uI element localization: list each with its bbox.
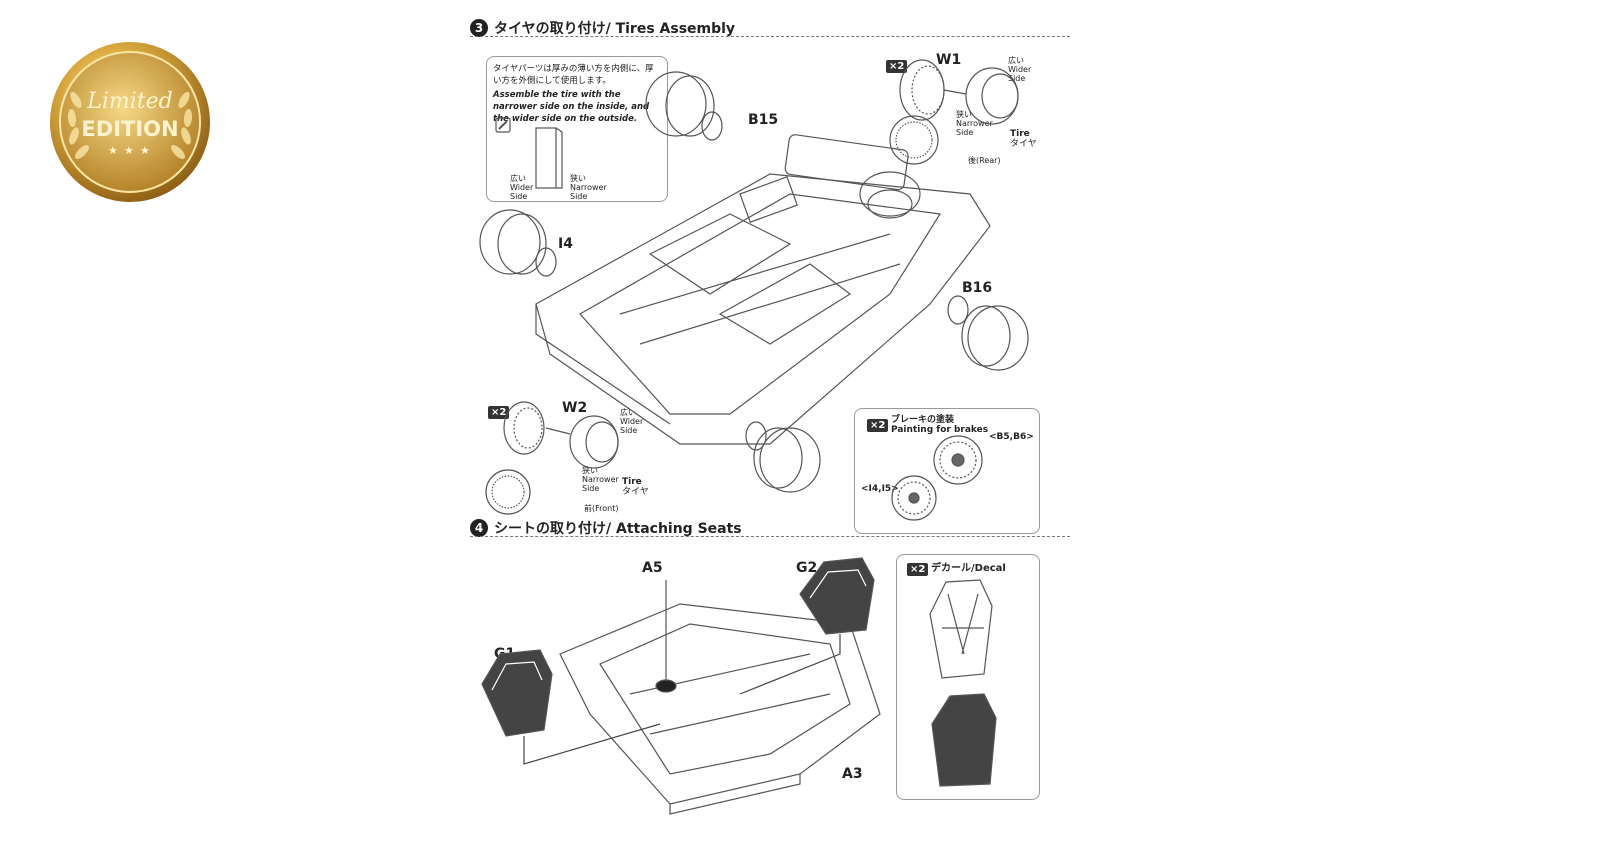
step4-title: シートの取り付け/ Attaching Seats bbox=[494, 521, 742, 537]
brakes-painting-panel: ×2 ブレーキの塗装 Painting for brakes <B5,B6> <… bbox=[854, 408, 1040, 534]
svg-text:★: ★ bbox=[140, 144, 150, 157]
note-wider-label: 広い Wider Side bbox=[510, 174, 534, 201]
floor-pan-drawing bbox=[559, 603, 881, 815]
part-b16: B16 bbox=[962, 280, 993, 296]
assembly-line-art bbox=[479, 59, 1029, 815]
decal-seat-harness-icon bbox=[929, 579, 993, 679]
tire-rear-right-icon bbox=[947, 295, 1029, 371]
star-icon: ★ ★ ★ bbox=[108, 144, 150, 157]
note-narrower-label: 狭い Narrower Side bbox=[570, 174, 607, 201]
part-b15: B15 bbox=[748, 112, 779, 128]
rear-label: 後(Rear) bbox=[968, 156, 1001, 165]
instruction-sheet: 3 タイヤの取り付け/ Tires Assembly タイヤパーツは厚みの薄い方… bbox=[470, 14, 1070, 844]
w1-tire-en: Tire bbox=[1010, 129, 1030, 139]
note-japanese: タイヤパーツは厚みの薄い方を内側に、厚い方を外側にして使用します。 bbox=[493, 64, 654, 86]
w2-wider-side: 広い Wider Side bbox=[620, 408, 644, 435]
part-w1: W1 bbox=[936, 52, 962, 68]
part-w2: W2 bbox=[562, 400, 588, 416]
w2-narrower-side: 狭い Narrower Side bbox=[582, 466, 619, 493]
w1-narrower-side: 狭い Narrower Side bbox=[956, 110, 993, 137]
tire-front-right-icon bbox=[745, 421, 821, 493]
brakes-title-en: Painting for brakes bbox=[891, 425, 989, 435]
brake-disc-icon bbox=[891, 435, 983, 521]
step3-divider bbox=[470, 36, 1070, 37]
step4-header: 4 シートの取り付け/ Attaching Seats bbox=[470, 518, 742, 538]
step3-number: 3 bbox=[470, 19, 488, 37]
step4-number: 4 bbox=[470, 519, 488, 537]
w1-tire-jp: タイヤ bbox=[1010, 139, 1037, 149]
tire-front-left-icon bbox=[479, 209, 557, 277]
part-a3: A3 bbox=[842, 766, 863, 782]
tire-section-icon bbox=[535, 127, 557, 189]
step3-header: 3 タイヤの取り付け/ Tires Assembly bbox=[470, 18, 735, 38]
part-a5: A5 bbox=[642, 560, 663, 576]
w2-tire-en: Tire bbox=[622, 477, 642, 487]
tire-orientation-note: タイヤパーツは厚みの薄い方を内側に、厚い方を外側にして使用します。 Assemb… bbox=[486, 56, 668, 202]
laurel-icon bbox=[67, 91, 193, 159]
limited-edition-seal: Limited EDITION ★ ★ ★ bbox=[50, 42, 210, 202]
decal-title: デカール/Decal bbox=[931, 563, 1006, 574]
brakes-label-i4-i5: <I4,I5> bbox=[861, 484, 899, 494]
decal-quantity: ×2 bbox=[907, 563, 929, 576]
step3-title: タイヤの取り付け/ Tires Assembly bbox=[494, 21, 736, 37]
w2-quantity: ×2 bbox=[488, 406, 510, 419]
svg-text:★: ★ bbox=[124, 144, 134, 157]
part-i4: I4 bbox=[558, 236, 573, 252]
chassis-drawing bbox=[535, 134, 991, 445]
part-g2: G2 bbox=[796, 560, 818, 576]
badge-line1: Limited bbox=[86, 89, 173, 114]
brakes-label-b5-b6: <B5,B6> bbox=[989, 432, 1034, 442]
w1-wheel-icon bbox=[889, 59, 1019, 165]
badge-line2: EDITION bbox=[81, 117, 178, 141]
step4-divider bbox=[470, 536, 1070, 537]
paint-brush-icon bbox=[495, 117, 511, 133]
note-english: Assemble the tire with the narrower side… bbox=[493, 90, 650, 124]
brakes-quantity: ×2 bbox=[867, 419, 889, 432]
seat-g2-icon bbox=[799, 557, 875, 635]
decal-seat-back-icon bbox=[931, 693, 997, 787]
w1-quantity: ×2 bbox=[886, 60, 908, 73]
tire-rear-left-icon bbox=[645, 71, 723, 141]
svg-text:★: ★ bbox=[108, 144, 118, 157]
w1-wider-side: 広い Wider Side bbox=[1008, 56, 1032, 83]
w2-tire-jp: タイヤ bbox=[622, 487, 649, 497]
w2-wheel-icon bbox=[485, 401, 619, 515]
brakes-title-jp: ブレーキの塗装 bbox=[891, 415, 955, 425]
front-label: 前(Front) bbox=[584, 504, 619, 513]
seat-g1-icon bbox=[481, 649, 553, 737]
